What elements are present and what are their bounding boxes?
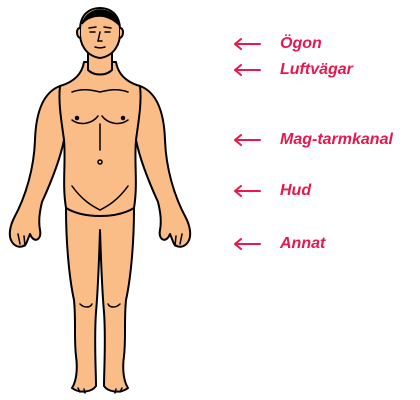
label-ogon[interactable]: Ögon [232,32,322,56]
arrow-left-icon [232,63,262,77]
label-annat[interactable]: Annat [232,232,325,256]
arrow-left-icon [232,184,262,198]
label-luftvagar[interactable]: Luftvägar [232,58,353,82]
label-hud[interactable]: Hud [232,179,311,203]
label-text: Ögon [280,35,322,53]
arrow-left-icon [232,237,262,251]
label-text: Hud [280,182,311,200]
arrow-left-icon [232,133,262,147]
arrow-left-icon [232,37,262,51]
label-text: Luftvägar [280,61,353,79]
human-body-front-icon [0,0,230,400]
label-text: Annat [280,235,325,253]
label-text: Mag-tarmkanal [280,131,393,149]
label-mag-tarmkanal[interactable]: Mag-tarmkanal [232,128,393,152]
